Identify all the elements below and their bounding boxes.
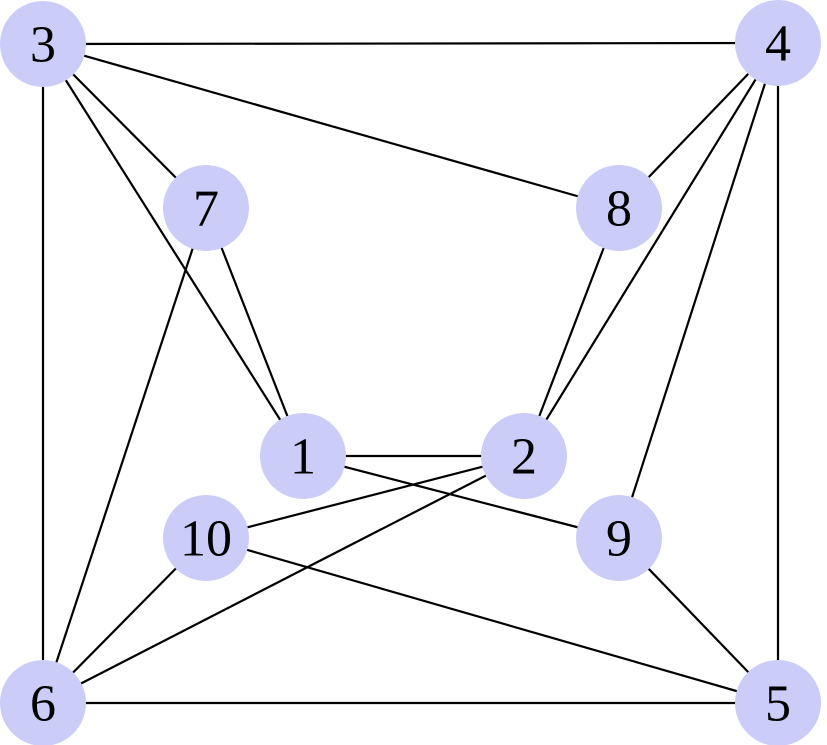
graph-node-label-4: 4 — [765, 16, 791, 73]
graph-edge-1-9 — [301, 454, 621, 540]
graph-node-circle-2[interactable] — [481, 413, 567, 499]
graph-edge-4-9 — [617, 41, 780, 540]
graph-node-label-8: 8 — [606, 181, 632, 238]
edge-layer — [41, 41, 780, 705]
graph-edge-2-10 — [204, 454, 526, 540]
graph-edge-3-1 — [41, 42, 305, 458]
graph-node-circle-1[interactable] — [260, 413, 346, 499]
graph-node-6[interactable]: 6 — [0, 660, 86, 745]
graph-node-circle-7[interactable] — [163, 165, 249, 251]
graph-node-label-2: 2 — [511, 429, 537, 486]
graph-edge-7-1 — [204, 206, 305, 458]
graph-node-circle-5[interactable] — [735, 660, 821, 745]
graph-node-label-1: 1 — [290, 429, 316, 486]
graph-node-4[interactable]: 4 — [735, 0, 821, 86]
graph-node-label-5: 5 — [765, 676, 791, 733]
graph-node-circle-10[interactable] — [163, 495, 249, 581]
graph-node-7[interactable]: 7 — [163, 165, 249, 251]
graph-node-1[interactable]: 1 — [260, 413, 346, 499]
graph-node-label-3: 3 — [30, 17, 56, 74]
graph-node-5[interactable]: 5 — [735, 660, 821, 745]
graph-edge-2-6 — [41, 454, 526, 705]
graph-node-circle-4[interactable] — [735, 0, 821, 86]
graph-edge-8-2 — [522, 206, 621, 458]
graph-edge-7-6 — [41, 206, 208, 705]
graph-node-circle-8[interactable] — [576, 165, 662, 251]
graph-edge-10-5 — [204, 536, 780, 705]
graph-node-8[interactable]: 8 — [576, 165, 662, 251]
graph-edge-3-4 — [41, 41, 780, 46]
graph-node-3[interactable]: 3 — [0, 1, 86, 87]
graph-node-label-7: 7 — [193, 181, 219, 238]
graph-node-circle-3[interactable] — [0, 1, 86, 87]
graph-node-10[interactable]: 10 — [163, 495, 249, 581]
graph-node-label-9: 9 — [606, 511, 632, 568]
graph-node-9[interactable]: 9 — [576, 495, 662, 581]
graph-node-circle-6[interactable] — [0, 660, 86, 745]
graph-node-label-10: 10 — [180, 511, 232, 568]
graph-node-2[interactable]: 2 — [481, 413, 567, 499]
graph-node-label-6: 6 — [30, 676, 56, 733]
graph-edge-3-8 — [41, 42, 621, 210]
graph-node-circle-9[interactable] — [576, 495, 662, 581]
graph-edge-4-2 — [522, 41, 780, 458]
